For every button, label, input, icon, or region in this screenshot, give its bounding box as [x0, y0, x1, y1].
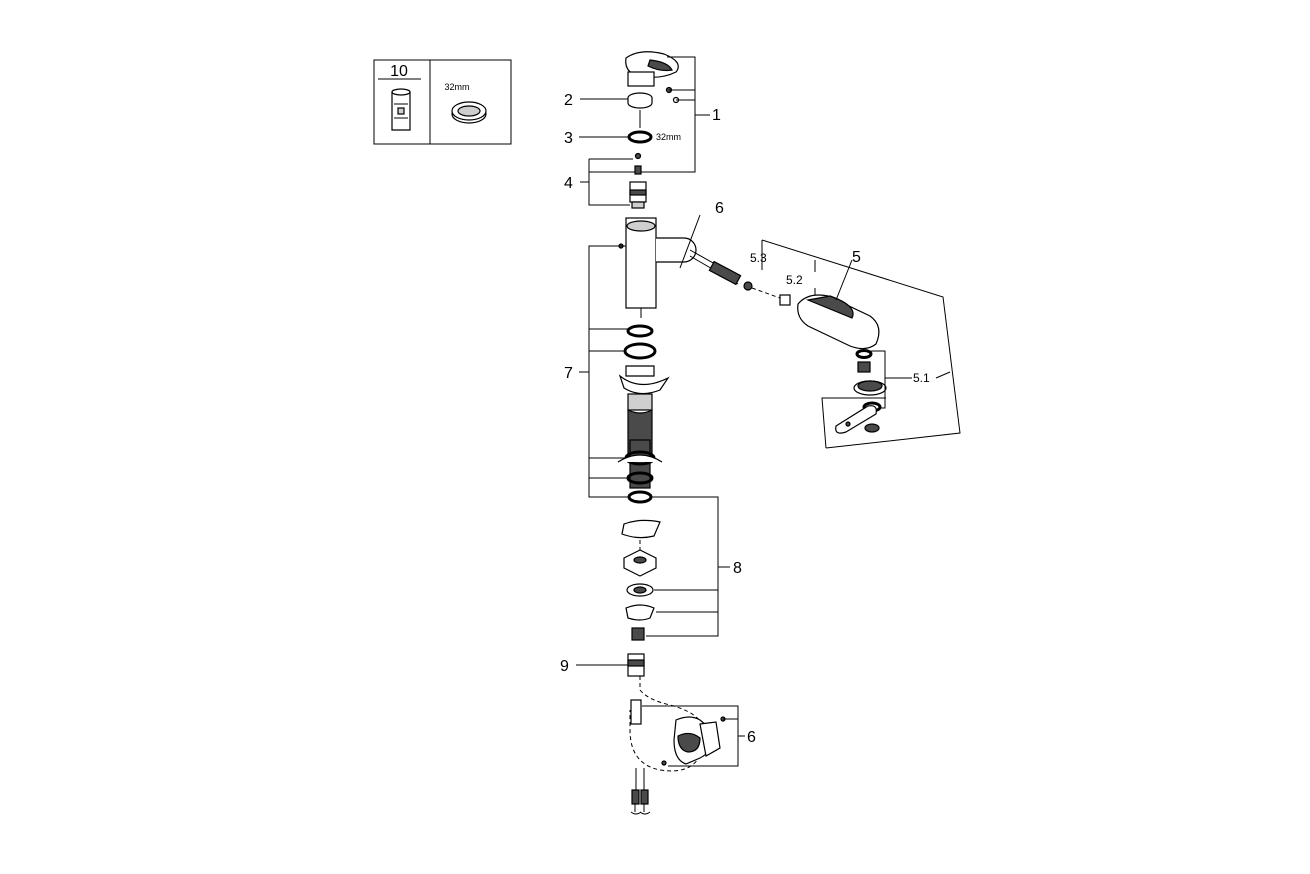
callout-3-size: 32mm	[656, 132, 681, 142]
connector-nut	[627, 653, 645, 677]
callout-3: 3	[564, 130, 573, 147]
callout-9: 9	[560, 658, 569, 675]
callout-5-2: 5.2	[786, 273, 803, 287]
faucet-body	[618, 217, 742, 318]
cartridge	[629, 152, 647, 209]
cartridge-tool-icon	[391, 88, 411, 131]
callout-7: 7	[564, 365, 573, 382]
inset-label-10: 10	[390, 63, 408, 80]
callout-5-3: 5.3	[750, 251, 767, 265]
spray-head	[743, 281, 880, 350]
inset-box-part-10: 10 32mm	[373, 59, 512, 145]
callout-4: 4	[564, 175, 573, 192]
callout-8: 8	[733, 560, 742, 577]
nut-32mm-icon	[451, 101, 487, 124]
callout-6-bottom: 6	[747, 729, 756, 746]
nut-32mm	[627, 130, 653, 144]
inset-size-note: 32mm	[444, 82, 469, 92]
callout-1: 1	[712, 107, 721, 124]
lever-handle	[625, 51, 680, 104]
callout-2: 2	[564, 92, 573, 109]
callout-6-top: 6	[715, 200, 724, 217]
hose-and-weight	[629, 676, 726, 772]
internal-seal-set	[617, 324, 670, 504]
spray-face-set	[835, 349, 887, 434]
callout-5: 5	[852, 249, 861, 266]
callout-5-1: 5.1	[913, 371, 930, 385]
mounting-hardware	[621, 519, 661, 641]
supply-hoses	[630, 768, 651, 815]
cap-ring	[627, 92, 653, 109]
